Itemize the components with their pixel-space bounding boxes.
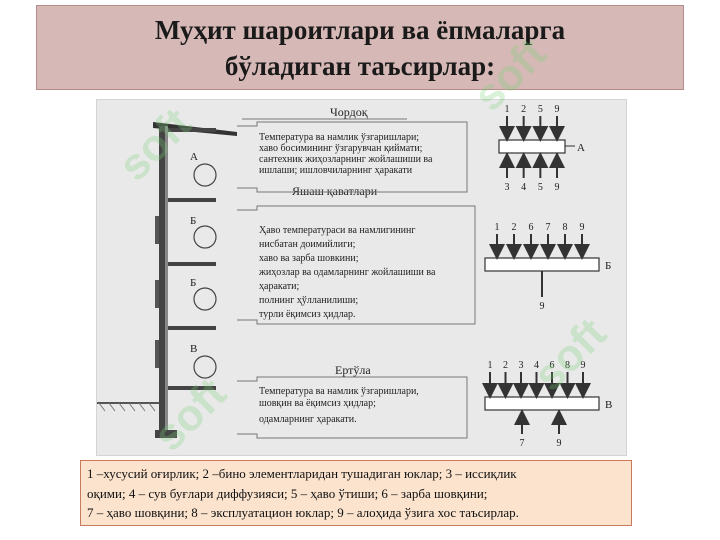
floor-slab-3 [168,326,216,330]
floor-slab-1 [168,198,216,202]
attic-callout [237,121,468,193]
zone-circle-v [193,355,217,379]
load-diagram-a: А [498,139,585,154]
attic-text-line: Температура ва намлик ўзгаришлари; [259,132,419,143]
load-number: 2 [512,222,517,233]
diagram-label: А [577,142,585,154]
load-number: 9 [581,360,586,371]
zone-label-attic: Чордоқ [330,105,368,119]
building-diagram: А Б Б В Чордоқ Яшаш қаватлари Ертўла Тем… [96,99,627,456]
legend-box: 1 –хусусий оғирлик; 2 –бино элементларид… [80,460,632,526]
building-label: В [190,343,197,355]
load-number: 9 [557,438,562,449]
title-line-2: бўладиган таъсирлар: [224,50,496,81]
title-line-1: Муҳит шароитлари ва ёпмаларга [154,14,566,45]
legend-line-1: 1 –хусусий оғирлик; 2 –бино элементларид… [87,466,517,481]
zone-label-living: Яшаш қаватлари [292,184,378,198]
basement-text-line: Температура ва намлик ўзгаришлари, [259,386,419,397]
basement-text-line: шовқин ва ёқимсиз ҳидлар; [259,398,376,409]
zone-circle-a [193,163,217,187]
load-number: 6 [529,222,534,233]
load-number: 1 [488,360,493,371]
floor-slab-attic [168,128,216,132]
load-number: 4 [521,182,526,193]
basement-callout [237,376,468,439]
element-b [484,257,600,272]
load-number: 7 [520,438,525,449]
legend-line-2: оқими; 4 – сув буғлари диффузияси; 5 – ҳ… [87,485,488,501]
building-section: А Б Б В [97,122,237,438]
load-number: 8 [563,222,568,233]
living-text-line: турли ёқимсиз ҳидлар. [259,309,356,320]
living-text-line: Ҳаво температураси ва намлигининг [259,225,415,236]
basement-text-line: одамларнинг ҳаракати. [259,414,357,425]
building-label: Б [190,277,196,289]
attic-text-line: хаво босимининг ўзгарувчан қиймати; [259,143,423,154]
load-number: 9 [580,222,585,233]
attic-text-line: ишлаши; ишловчиларнинг ҳаракати [259,165,413,176]
load-number: 6 [550,360,555,371]
living-text-line: полнинг ҳўлланилиши; [259,295,358,306]
load-number: 9 [540,301,545,312]
diagram-label: В [605,399,612,411]
zone-circle-b2 [193,287,217,311]
load-number: 7 [546,222,551,233]
living-text-line: нисбатан доимийлиги; [259,239,356,250]
element-a [498,139,566,154]
load-number: 5 [538,104,543,115]
load-number: 9 [555,182,560,193]
exterior-wall [159,126,165,430]
load-number: 1 [505,104,510,115]
legend-line-3: 7 – ҳаво шовқини; 8 – эксплуатацион юкла… [87,505,519,520]
zone-label-basement: Ертўла [335,363,371,377]
diagram-label: Б [605,260,611,272]
living-text-line: ҳаракати; [259,281,299,292]
zone-circle-b1 [193,225,217,249]
living-callout [237,205,476,325]
load-number: 3 [519,360,524,371]
element-v [484,396,600,411]
building-label: А [190,151,198,163]
attic-text-line: сантехник жиҳозларнинг жойлашиши ва [259,154,433,165]
floor-slab-2 [168,262,216,266]
living-text-line: хаво ва зарба шовкини; [259,253,359,264]
load-diagram-v: В [484,396,612,411]
floor-slab-ground [168,386,216,390]
foundation [155,430,177,438]
building-label: Б [190,215,196,227]
load-number: 3 [505,182,510,193]
load-number: 2 [503,360,508,371]
load-number: 8 [565,360,570,371]
load-number: 4 [534,360,539,371]
load-number: 1 [495,222,500,233]
load-number: 5 [538,182,543,193]
load-diagram-b: Б [484,257,611,272]
load-number: 2 [521,104,526,115]
living-text-line: жиҳозлар ва одамларнинг жойлашиши ва [258,267,436,278]
load-number: 9 [555,104,560,115]
slide-title: Муҳит шароитлари ва ёпмаларга бўладиган … [36,5,684,90]
